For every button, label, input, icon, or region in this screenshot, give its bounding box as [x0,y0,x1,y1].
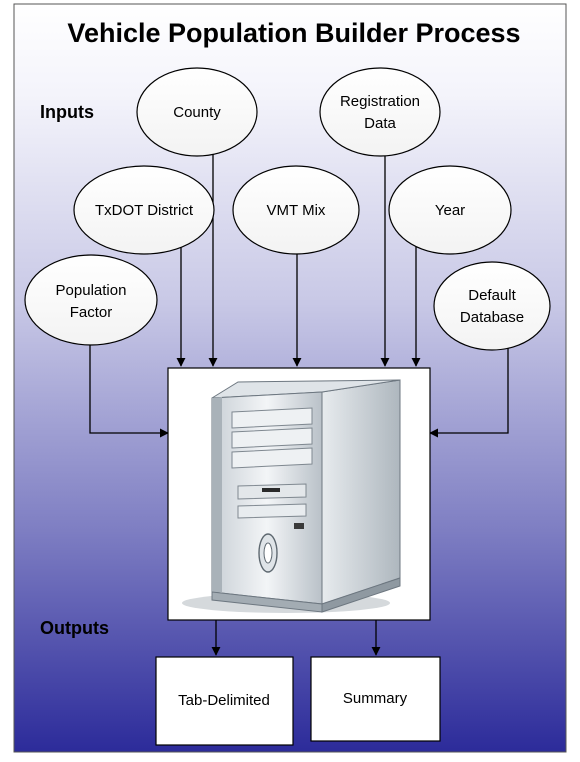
input-label-county: County [173,104,221,121]
output-summary: Summary [310,656,441,742]
connector-defaultdb [429,346,509,438]
input-label-defaultdb-2: Database [460,309,524,326]
output-tab-delimited: Tab-Delimited [155,656,294,746]
input-label-registration-1: Registration [340,93,420,110]
input-label-year: Year [435,202,465,219]
input-node-registration: Registration Data [319,67,441,157]
output-label-tab: Tab-Delimited [178,692,270,709]
input-label-popfactor-2: Factor [70,304,113,321]
input-node-vmt: VMT Mix [232,165,360,255]
input-node-txdot: TxDOT District [73,165,215,255]
input-node-county: County [136,67,258,157]
connector-popfactor [89,338,169,438]
input-node-year: Year [388,165,512,255]
input-connectors [89,152,509,438]
input-label-txdot: TxDOT District [95,202,194,219]
input-node-defaultdb: Default Database [433,261,551,351]
computer-box [167,367,431,621]
diagram-title: Vehicle Population Builder Process [67,18,520,48]
input-label-vmt: VMT Mix [267,202,326,219]
output-connectors [211,620,381,656]
input-label-registration-2: Data [364,115,396,132]
inputs-label: Inputs [40,102,94,122]
outputs-label: Outputs [40,618,109,638]
input-node-popfactor: Population Factor [24,254,158,346]
input-label-defaultdb-1: Default [468,287,516,304]
computer-tower-icon [182,379,401,613]
output-label-summary: Summary [343,690,408,707]
input-label-popfactor-1: Population [56,282,127,299]
